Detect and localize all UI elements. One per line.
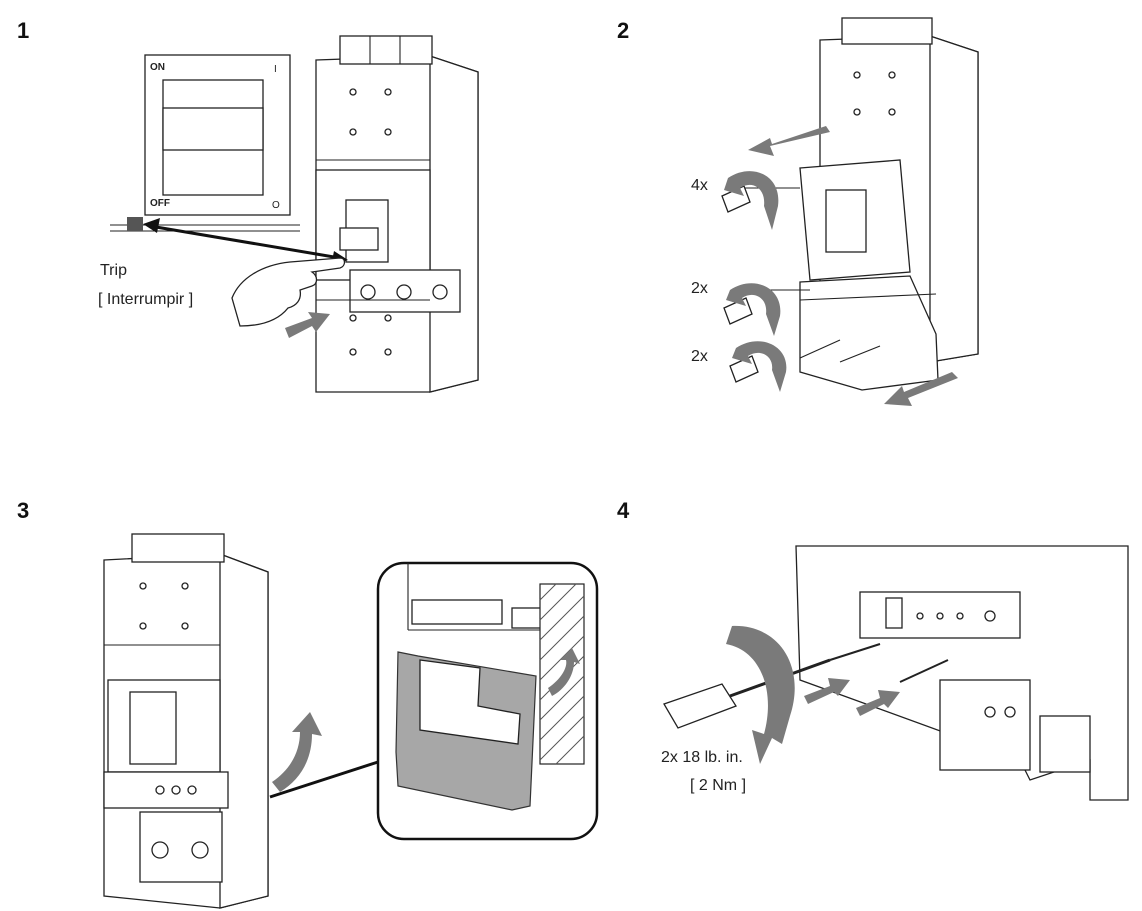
- step1-push-arrow: [285, 312, 330, 338]
- step1-illustration: [110, 35, 479, 393]
- step-number-2: 2: [617, 18, 630, 43]
- step1-breaker: [315, 35, 479, 393]
- screw-line: [799, 339, 841, 359]
- screw-line: [829, 643, 881, 661]
- step4-breaker-base: [795, 545, 1129, 801]
- torque-metric-label: [ 2 Nm ]: [690, 777, 747, 794]
- step2-front-cover: [799, 159, 911, 281]
- step4-push-arrow: [804, 678, 850, 704]
- step4-push-arrow: [856, 690, 900, 716]
- on-label: ON: [150, 62, 165, 73]
- screw-line: [839, 345, 881, 363]
- step4-illustration: [663, 545, 1129, 801]
- screwdriver-icon: [723, 283, 781, 336]
- torque-label: 2x 18 lb. in.: [661, 749, 743, 766]
- screwdriver-icon: [729, 341, 787, 392]
- step4-rotate-arrow: [726, 625, 795, 764]
- trip-label-es: [ Interrumpir ]: [98, 291, 194, 308]
- step2-pull-arrow-bottom: [884, 372, 958, 406]
- step3-illustration: [103, 533, 599, 909]
- trip-label: Trip: [100, 262, 127, 279]
- zero-label: O: [272, 200, 280, 211]
- step-number-4: 4: [617, 498, 630, 523]
- hand-icon: [231, 257, 346, 327]
- step2-pull-arrow-top: [748, 126, 830, 156]
- step2-illustration: [721, 17, 979, 406]
- step1-handle-inset: [110, 54, 300, 232]
- step3-leader-line: [269, 760, 379, 799]
- step3-rotate-arrow: [272, 712, 322, 792]
- step2-lower-cover: [799, 275, 939, 391]
- step3-detail-callout: [376, 561, 599, 841]
- step-number-1: 1: [17, 18, 30, 43]
- one-label: I: [274, 64, 277, 75]
- screwdriver-icon: [663, 658, 831, 729]
- count-label-2x-mid: 2x: [691, 280, 708, 297]
- off-label: OFF: [150, 198, 170, 209]
- count-label-4x: 4x: [691, 177, 708, 194]
- count-label-2x-bottom: 2x: [691, 348, 708, 365]
- screwdriver-icon: [721, 171, 779, 230]
- step3-breaker: [103, 533, 269, 909]
- step-number-3: 3: [17, 498, 30, 523]
- screw-line: [899, 659, 949, 683]
